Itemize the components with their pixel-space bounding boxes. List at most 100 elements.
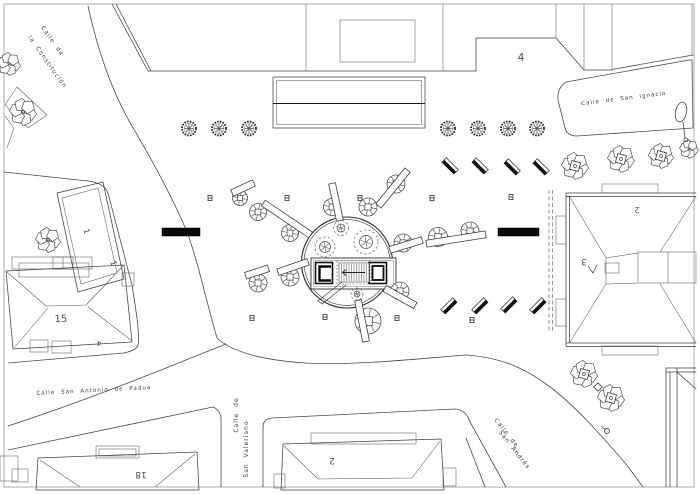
- tree-icon: [248, 273, 268, 293]
- plaza-centre: [300, 216, 397, 309]
- tree-cloud-icon: [569, 359, 599, 388]
- drain-grate-icon: [207, 195, 213, 201]
- drain-grate-icon: [357, 195, 363, 201]
- tree-icon: [358, 197, 378, 217]
- bench: [375, 167, 411, 209]
- building-south-18: [0, 445, 200, 491]
- building-number: 2: [634, 205, 639, 214]
- direction-arrow: [587, 264, 598, 274]
- tree-cloud-icon: [596, 383, 626, 412]
- block18-plot-edge: [7, 406, 222, 488]
- building-number: 4: [96, 339, 101, 347]
- building-number: 1: [108, 260, 118, 268]
- tree-cloud-icon: [35, 226, 62, 253]
- drain-grate-icon: [249, 315, 255, 321]
- building-east: [555, 183, 697, 356]
- tree-row-icon: [241, 120, 257, 137]
- tree-cloud-icon: [0, 52, 21, 76]
- ramp: [317, 281, 347, 305]
- building-southeast: [665, 367, 697, 488]
- young-tree-icon: [350, 287, 364, 301]
- young-tree-icon: [333, 220, 349, 236]
- tree-row-icon: [500, 120, 516, 137]
- building-number: 15: [54, 314, 67, 325]
- padua-north-curb: [7, 343, 227, 427]
- planter-square: [593, 382, 603, 392]
- stair-hatch-icon: [338, 262, 370, 283]
- bench: [441, 157, 459, 175]
- street-label: Calle de: [233, 397, 240, 432]
- drain-grate-icon: [508, 194, 514, 200]
- street-label: Calle San Antonio de Padua: [36, 385, 151, 397]
- metro-entrance: [310, 257, 397, 305]
- bench: [529, 297, 547, 315]
- bench: [388, 236, 424, 254]
- tree-cloud-icon: [606, 144, 636, 173]
- bench: [500, 296, 518, 314]
- tree-cloud-icon: [8, 97, 38, 126]
- drain-grate-icon: [429, 195, 435, 201]
- ignacio-curb: [611, 54, 694, 70]
- lamp-post-icon: [674, 101, 689, 143]
- tree-row-icon: [181, 120, 197, 137]
- building-west-15: [5, 264, 133, 354]
- street-label: Calle de San Ignacio: [581, 91, 667, 107]
- street-label: la Constitución: [26, 34, 68, 89]
- bench: [260, 199, 314, 239]
- building-number: 2: [329, 455, 335, 465]
- bench: [532, 158, 550, 176]
- sidewalk-edge-east: [548, 190, 553, 332]
- courtyard: [339, 19, 416, 63]
- bench: [354, 299, 370, 343]
- street-furniture: [0, 52, 699, 434]
- drain-grate-icon: [322, 314, 328, 320]
- bench: [425, 230, 487, 248]
- bench: [471, 297, 489, 315]
- tree-row-icon: [440, 120, 456, 137]
- stop-bar: [497, 227, 540, 237]
- drain-grate-icon: [284, 195, 290, 201]
- building-west-1: [56, 181, 135, 293]
- bench: [328, 182, 344, 222]
- bench: [440, 297, 458, 315]
- building-top-block: [111, 3, 693, 72]
- tree-row-icon: [211, 120, 227, 137]
- blockF-plot-edge: [262, 408, 507, 488]
- plaza-boundary-curb: [87, 5, 644, 488]
- tree-row-icon: [470, 120, 486, 137]
- planter-diamond: [4, 86, 48, 149]
- tree-cloud-icon: [560, 151, 590, 180]
- building-number: 4: [518, 51, 525, 64]
- tree-row-icon: [529, 120, 545, 137]
- ignacio-island: [557, 59, 694, 137]
- building-number: 3: [581, 256, 587, 266]
- tree-cloud-icon: [648, 142, 675, 169]
- blockD-plot-edge: [3, 171, 139, 364]
- tree-icon: [281, 224, 299, 242]
- tree-cloud-icon: [679, 139, 699, 159]
- young-tree-icon: [353, 229, 379, 255]
- pergola: [272, 76, 426, 129]
- drain-grate-icon: [469, 317, 475, 323]
- sheet-border: [3, 3, 695, 488]
- bench: [503, 158, 521, 176]
- road-linework: [3, 5, 694, 488]
- street-label: San Andrés: [497, 429, 532, 470]
- andres-inner-curb: [465, 437, 486, 488]
- lamp-post-icon: [600, 425, 610, 434]
- building-number: 1: [81, 228, 91, 236]
- tree-icon: [249, 203, 267, 221]
- building-south-2: [273, 432, 457, 491]
- stop-bar: [161, 227, 201, 237]
- bench: [230, 179, 256, 197]
- bench: [382, 284, 418, 310]
- bench: [276, 258, 310, 276]
- bench: [471, 157, 489, 175]
- building-number: 18: [135, 469, 147, 479]
- street-label: San Valeriano: [243, 420, 250, 477]
- drain-grate-icon: [394, 315, 400, 321]
- bench: [244, 264, 270, 280]
